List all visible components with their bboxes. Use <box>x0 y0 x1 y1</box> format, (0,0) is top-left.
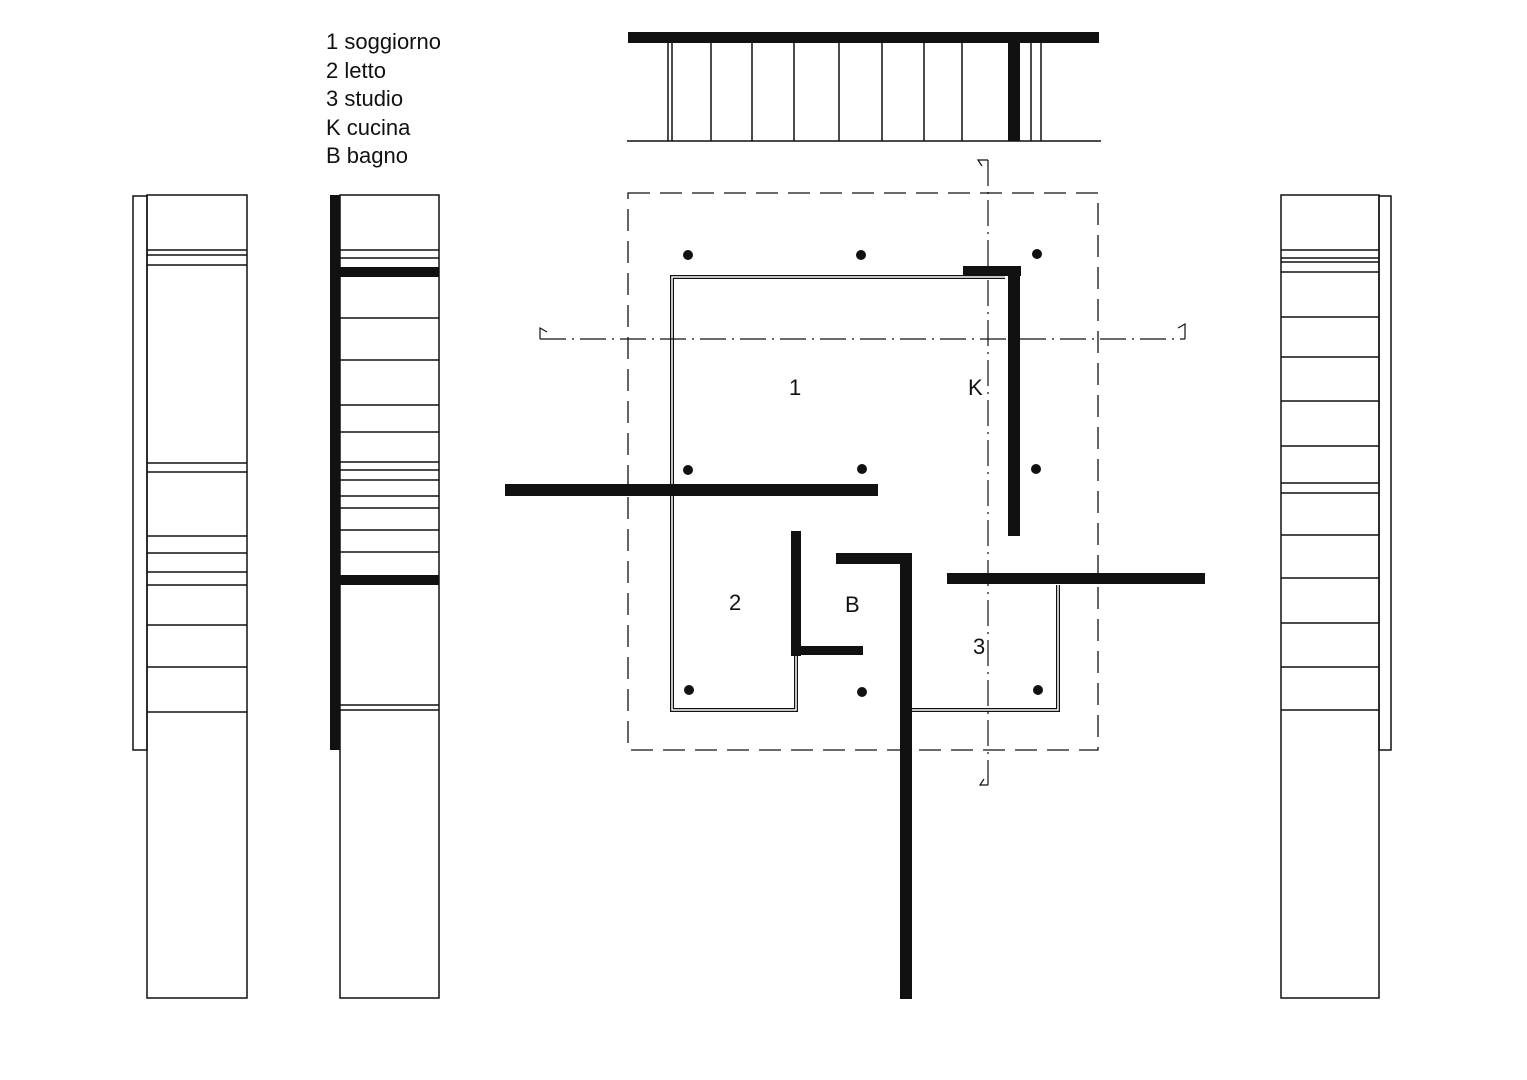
wall <box>1008 43 1020 141</box>
left-elevation <box>132 194 248 999</box>
wall <box>791 531 801 656</box>
legend-item: 2 letto <box>326 57 386 83</box>
wall <box>836 553 912 564</box>
section-arrow <box>1177 322 1186 339</box>
room-label: B <box>845 592 860 617</box>
wall <box>947 573 1205 584</box>
wall <box>900 553 912 999</box>
column <box>856 250 866 260</box>
column <box>683 465 693 475</box>
column <box>857 687 867 697</box>
wall <box>330 195 340 750</box>
legend-item: B bagno <box>326 143 408 168</box>
legend: 1 soggiorno 2 letto 3 studio K cucina B … <box>326 28 441 171</box>
roof-slab <box>628 32 1099 43</box>
legend-item: 1 soggiorno <box>326 29 441 54</box>
column <box>683 250 693 260</box>
wall <box>1008 266 1020 536</box>
room-label: K <box>968 375 983 400</box>
legend-item: K cucina <box>326 114 411 140</box>
column <box>1032 249 1042 259</box>
column <box>684 685 694 695</box>
column <box>1031 464 1041 474</box>
legend-item: 3 studio <box>326 86 404 111</box>
wall <box>505 484 878 496</box>
section-elevation <box>339 194 440 999</box>
section-arrow <box>978 778 988 786</box>
room-label: 3 <box>973 634 985 659</box>
wall <box>963 266 1021 276</box>
column <box>1033 685 1043 695</box>
section-arrow <box>539 326 548 339</box>
wall <box>340 267 439 277</box>
section-arrow <box>976 159 988 167</box>
wall <box>791 646 863 655</box>
right-elevation <box>1280 194 1392 999</box>
floor-plan <box>539 159 1186 786</box>
front-elevation <box>627 43 1101 142</box>
column <box>857 464 867 474</box>
wall <box>340 575 439 585</box>
roof-outline <box>627 192 1099 751</box>
room-label: 2 <box>729 590 741 615</box>
room-label: 1 <box>789 375 801 400</box>
